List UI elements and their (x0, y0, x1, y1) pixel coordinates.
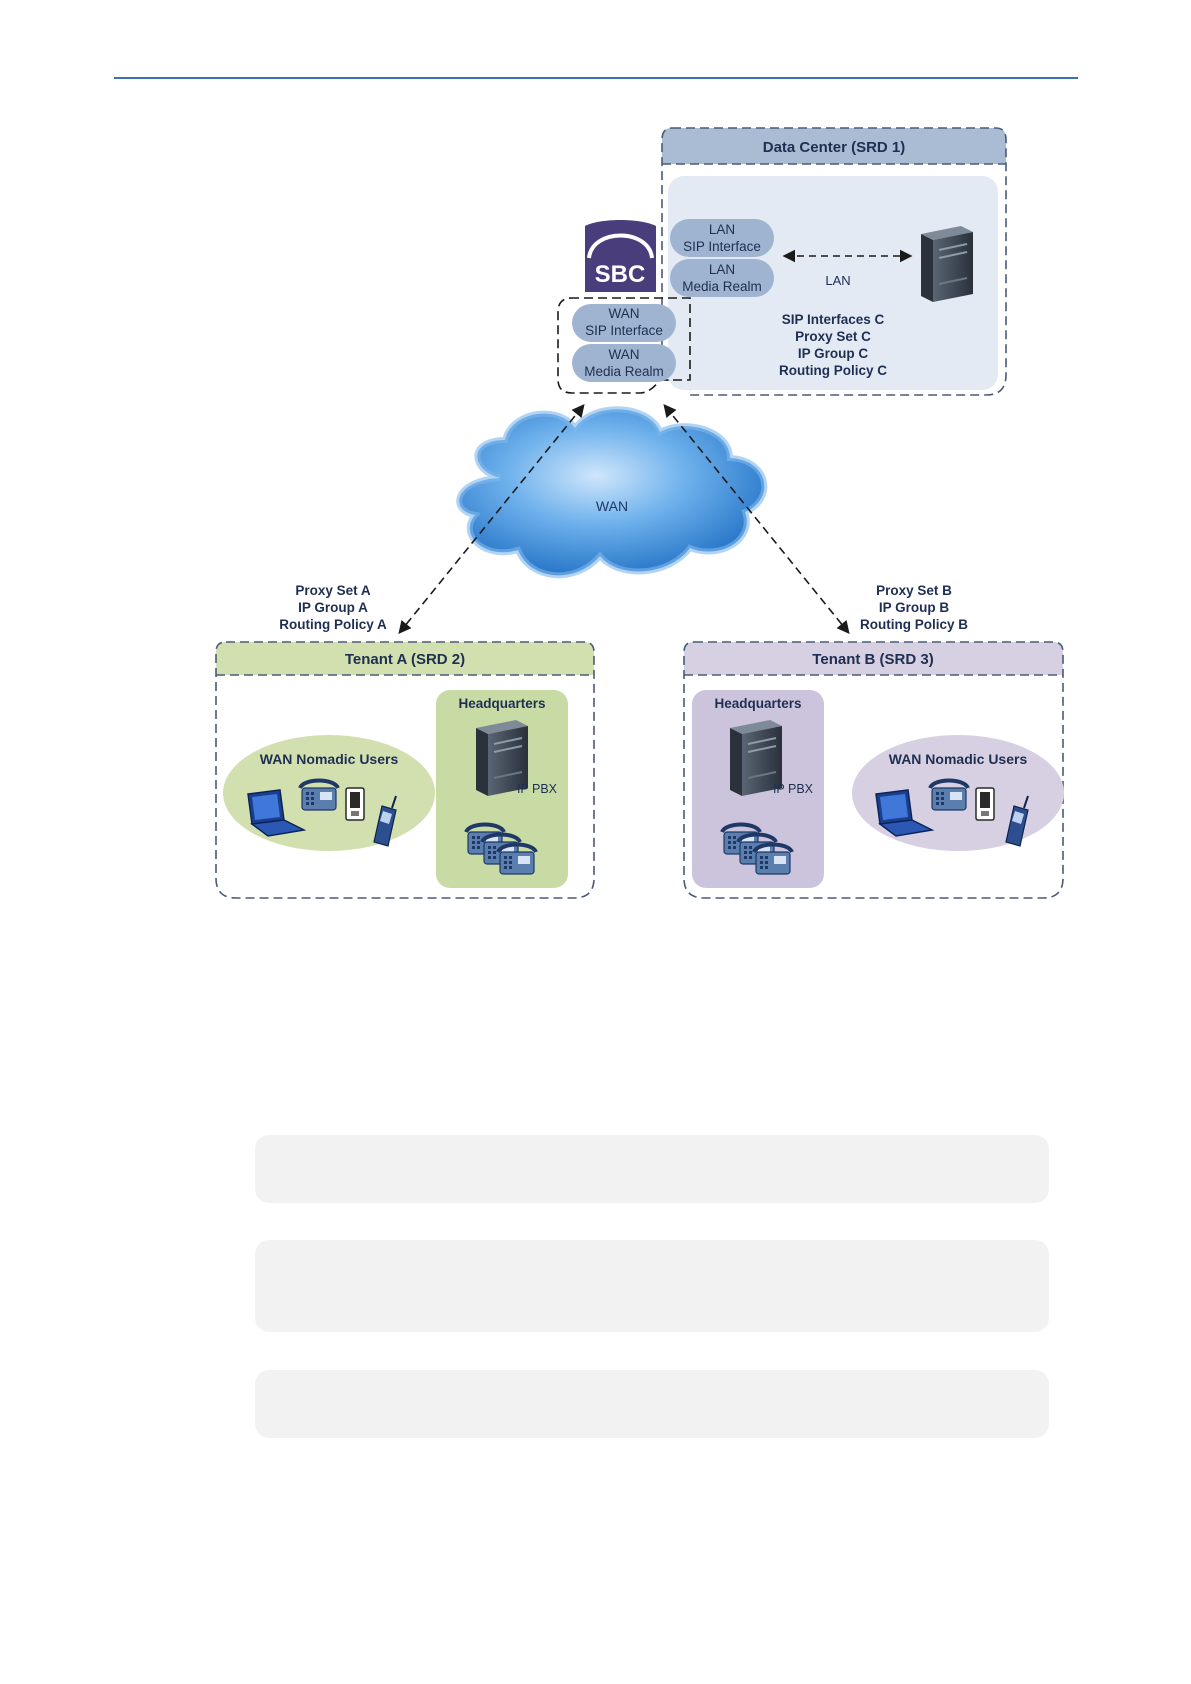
header-rule (114, 77, 1078, 79)
tenant-a-nomadic-label: WAN Nomadic Users (260, 751, 399, 767)
note-box-1 (255, 1135, 1049, 1203)
tenant-b-pbx-label: IP PBX (773, 782, 814, 796)
server-icon (920, 225, 974, 303)
lan-media-line2: Media Realm (682, 279, 762, 294)
tenant-a-pbx-label: IP PBX (517, 782, 558, 796)
note-box-2 (255, 1240, 1049, 1332)
sbc-group: SBC WAN SIP Interface WAN Media Realm (557, 213, 691, 394)
tenant-a-border (215, 641, 595, 899)
tenant-a-config-line2: IP Group A (298, 600, 368, 615)
lan-sip-line1: LAN (709, 222, 735, 237)
tenant-b-group: Tenant B (SRD 3) Headquarters IP PBX WAN… (683, 641, 1064, 899)
data-center-border (661, 127, 1007, 396)
sbc-wan-border (557, 297, 691, 394)
data-center-group: Data Center (SRD 1) LAN SIP Interface LA… (661, 127, 1007, 396)
data-center-title: Data Center (SRD 1) (763, 139, 906, 156)
sbc-logo-icon: SBC (585, 213, 656, 292)
lan-sip-interface-pill (670, 219, 774, 257)
dc-config-line2: Proxy Set C (795, 329, 871, 344)
dc-config-line4: Routing Policy C (779, 363, 887, 378)
wan-sip-line1: WAN (609, 306, 640, 321)
lan-sip-line2: SIP Interface (683, 239, 761, 254)
tenant-b-config-line3: Routing Policy B (860, 617, 968, 632)
tenant-a-config-line1: Proxy Set A (295, 583, 371, 598)
cloud-icon: WAN (456, 406, 768, 579)
wan-media-line1: WAN (609, 347, 640, 362)
tenant-a-group: Tenant A (SRD 2) WAN Nomadic Users Headq… (215, 641, 595, 899)
note-box-3 (255, 1370, 1049, 1438)
wan-sip-line2: SIP Interface (585, 323, 663, 338)
tenant-a-config-line3: Routing Policy A (279, 617, 387, 632)
wan-media-line2: Media Realm (584, 364, 664, 379)
wan-media-realm-pill (572, 344, 676, 382)
tenant-b-nomadic-label: WAN Nomadic Users (889, 751, 1028, 767)
lan-media-line1: LAN (709, 262, 735, 277)
pda-icon (345, 787, 365, 821)
lan-link-label: LAN (825, 273, 850, 288)
tenant-a-hq-label: Headquarters (458, 696, 545, 711)
sbc-logo-text: SBC (595, 261, 646, 288)
network-diagram: Data Center (SRD 1) LAN SIP Interface LA… (215, 127, 1064, 899)
cloud-label: WAN (596, 498, 628, 514)
dc-config-line1: SIP Interfaces C (782, 312, 885, 327)
pda-icon (975, 787, 995, 821)
tenant-b-config-line1: Proxy Set B (876, 583, 952, 598)
tenant-b-config-line2: IP Group B (879, 600, 950, 615)
lan-media-realm-pill (670, 259, 774, 297)
tenant-b-hq-label: Headquarters (714, 696, 801, 711)
tenant-b-title: Tenant B (SRD 3) (812, 651, 933, 668)
wan-sip-interface-pill (572, 304, 676, 342)
tenant-b-border (683, 641, 1064, 899)
wan-link-tenant-a (398, 404, 585, 634)
wan-link-tenant-b (663, 404, 850, 634)
dc-config-line3: IP Group C (798, 346, 869, 361)
tenant-a-title: Tenant A (SRD 2) (345, 651, 465, 668)
